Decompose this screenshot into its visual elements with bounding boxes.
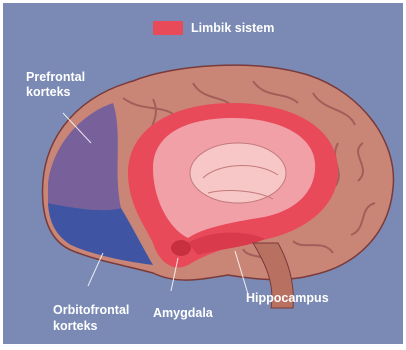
prefrontal-region xyxy=(48,103,121,210)
label-prefrontal-1: Prefrontal xyxy=(26,70,85,85)
diagram-frame: Limbik sistem xyxy=(3,3,403,344)
label-orbitofrontal-2: korteks xyxy=(53,319,97,334)
label-hippocampus: Hippocampus xyxy=(246,291,329,306)
thalamus xyxy=(190,143,286,203)
brain-illustration xyxy=(3,3,403,344)
label-orbitofrontal-1: Orbitofrontal xyxy=(53,303,129,318)
amygdala-shape xyxy=(171,240,191,256)
label-prefrontal-2: korteks xyxy=(26,85,70,100)
label-amygdala: Amygdala xyxy=(153,306,213,321)
